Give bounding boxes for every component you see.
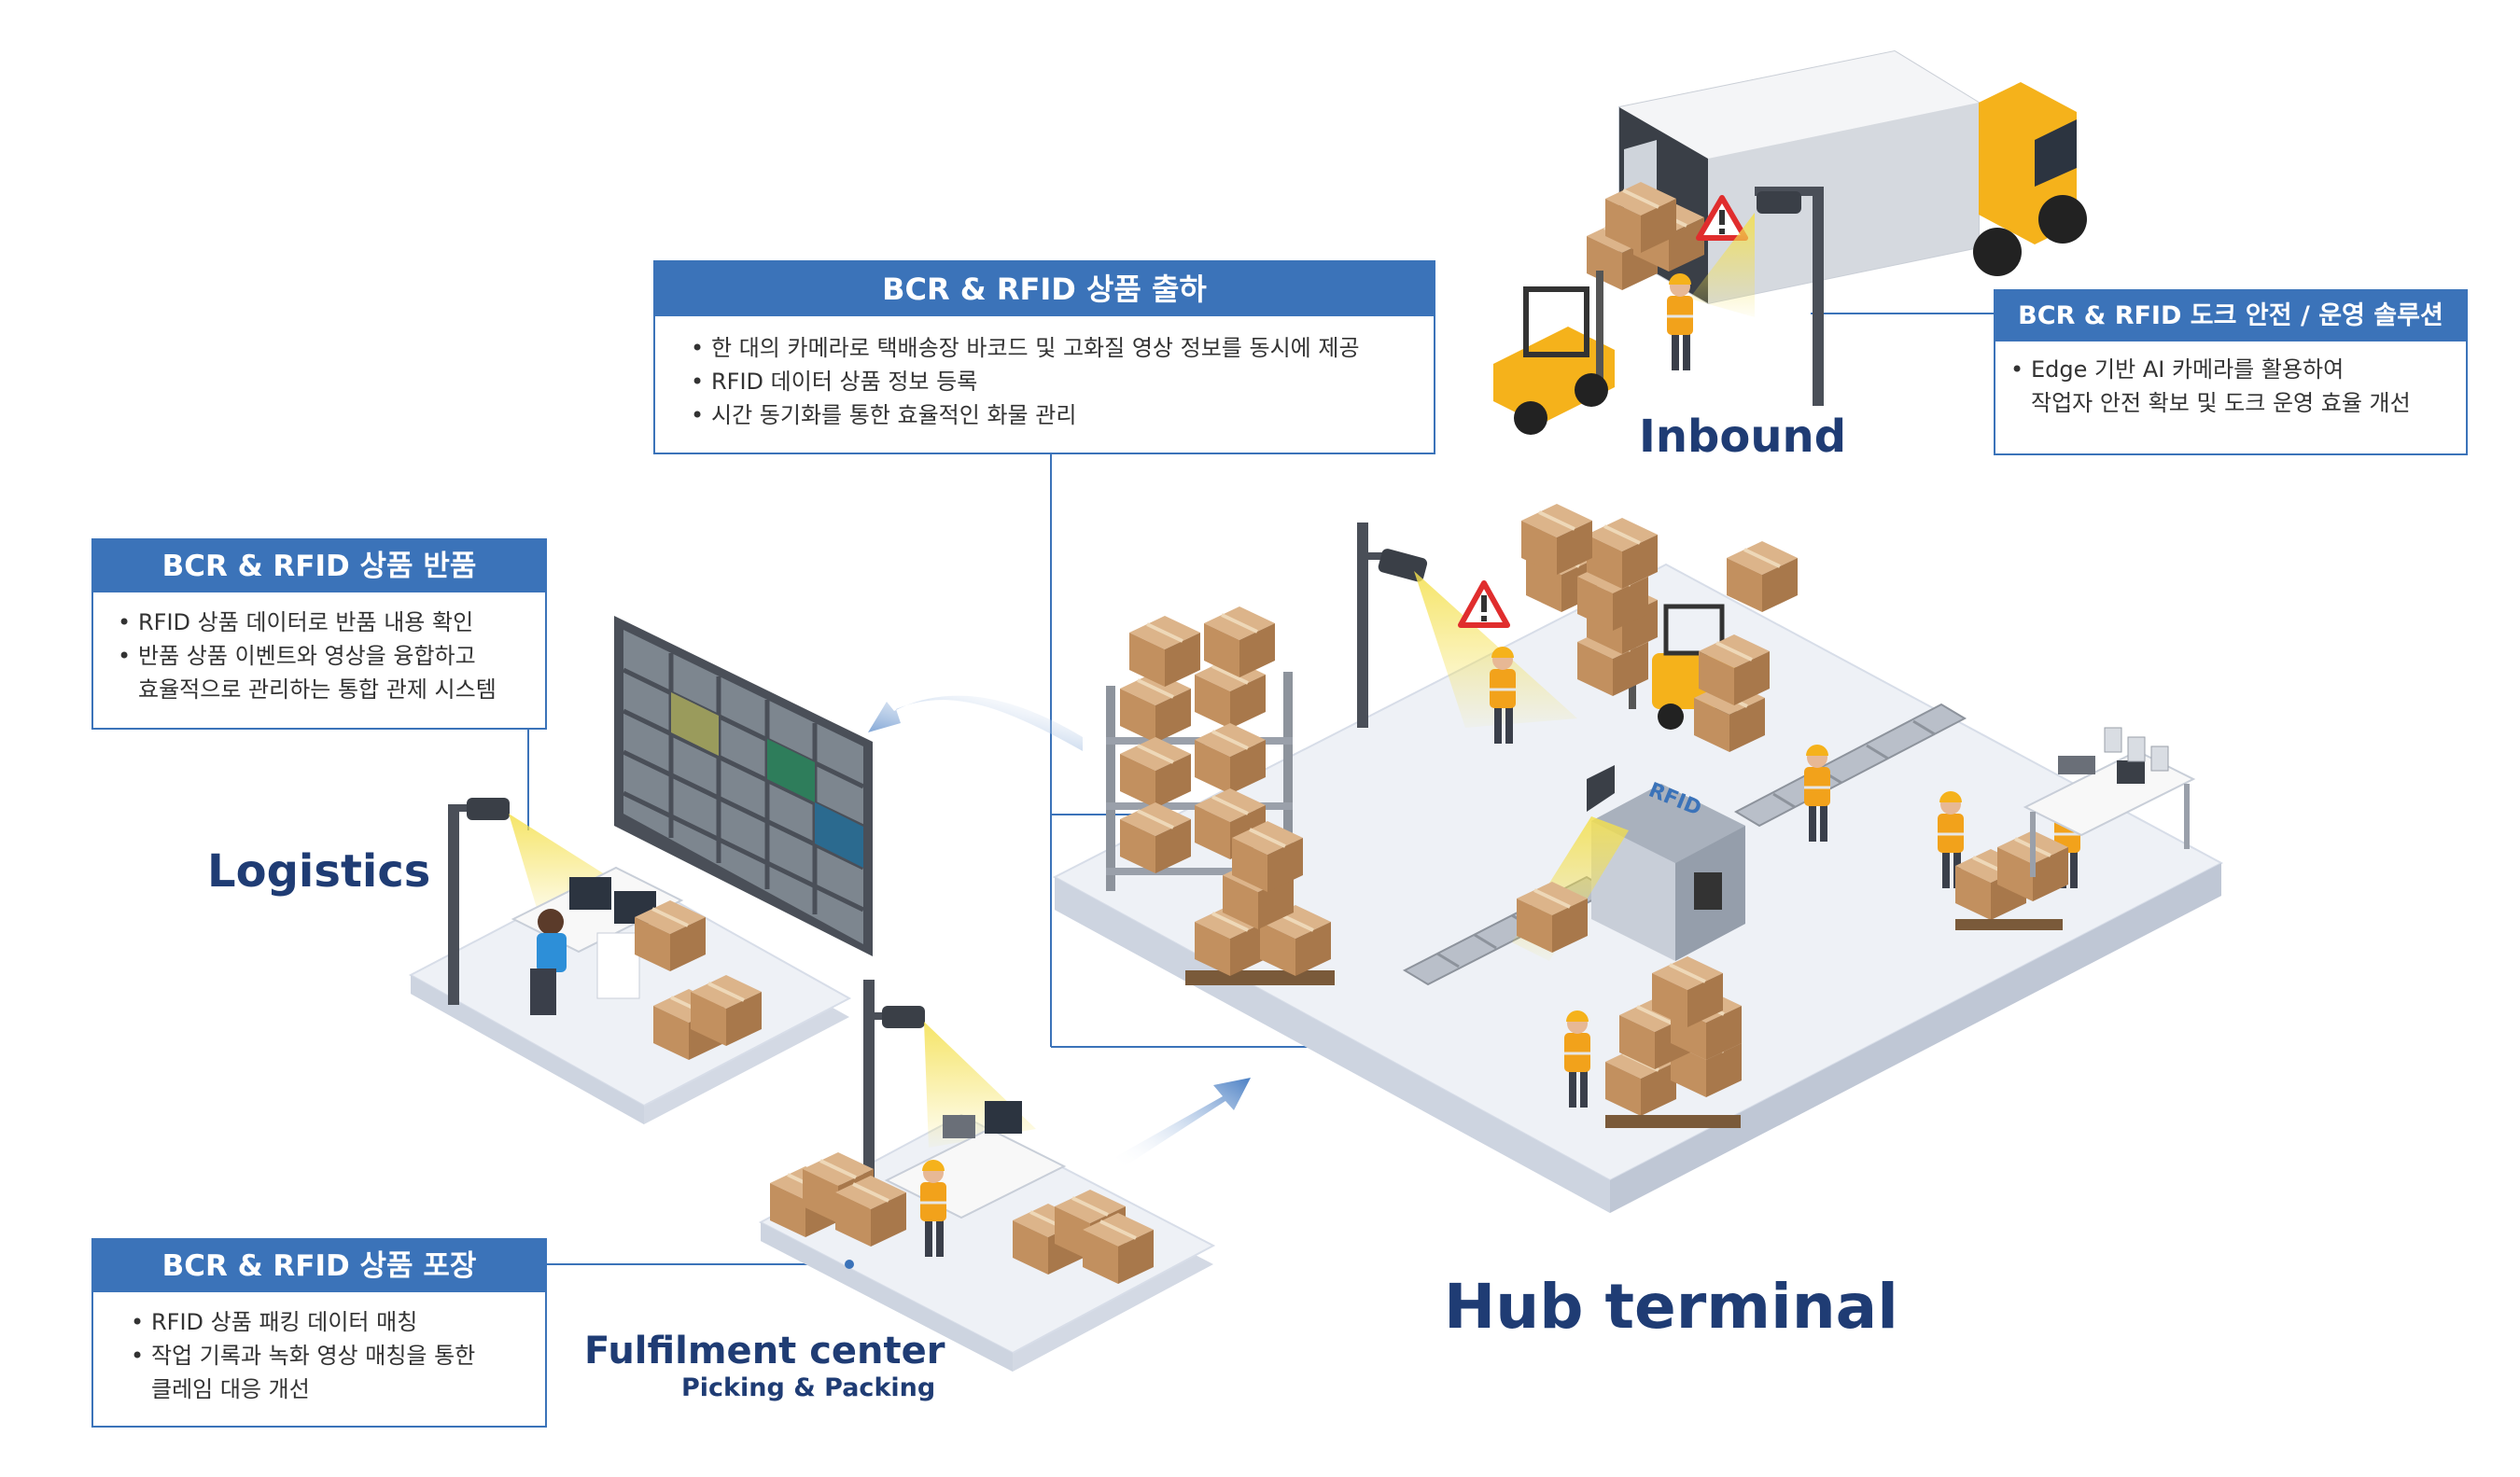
info-item: 시간 동기화를 통한 효율적인 화물 관리 [691,398,1434,432]
info-box-title: BCR & RFID 상품 출하 [655,262,1434,316]
info-item: 작업 기록과 녹화 영상 매칭을 통한 [131,1339,545,1372]
info-item: Edge 기반 AI 카메라를 활용하여 [2010,353,2466,386]
warning-icon [1696,195,1748,241]
area-subtitle-fulfilment: Picking & Packing [681,1373,936,1402]
info-item: 작업자 안전 확보 및 도크 운영 효율 개선 [2031,390,2411,416]
info-item: RFID 상품 패킹 데이터 매칭 [131,1305,545,1339]
info-box-list: RFID 상품 데이터로 반품 내용 확인 반품 상품 이벤트와 영상을 융합하… [93,592,545,706]
arrow-icon [1115,1078,1251,1166]
box-pallet-left [1185,819,1335,985]
monitor-wall-icon [614,616,873,956]
area-title-logistics: Logistics [207,845,431,898]
worker-figure [1665,272,1695,372]
info-box-title: BCR & RFID 상품 반품 [93,540,545,592]
warning-icon [1458,580,1510,628]
info-box-title: BCR & RFID 도크 안전 / 운영 솔루션 [1995,291,2466,341]
info-item: RFID 상품 데이터로 반품 내용 확인 [118,606,545,639]
rfid-gate [1512,765,1745,961]
operator-desk [511,866,763,1062]
area-title-hub: Hub terminal [1444,1271,1898,1343]
area-title-inbound: Inbound [1639,411,1847,463]
info-box-returns: BCR & RFID 상품 반품 RFID 상품 데이터로 반품 내용 확인 반… [91,538,547,730]
desk-workstation [2023,727,2196,877]
info-box-packing: BCR & RFID 상품 포장 RFID 상품 패킹 데이터 매칭 작업 기록… [91,1238,547,1428]
info-item: 반품 상품 이벤트와 영상을 융합하고 [118,639,545,673]
camera-icon [1689,187,1824,406]
info-box-dock: BCR & RFID 도크 안전 / 운영 솔루션 Edge 기반 AI 카메라… [1994,289,2468,455]
info-box-list: 한 대의 카메라로 택배송장 바코드 및 고화질 영상 정보를 동시에 제공 R… [655,316,1434,432]
arrow-icon [868,695,1083,751]
forklift-icon [1493,271,1615,435]
info-item: 효율적으로 관리하는 통합 관제 시스템 [138,676,497,703]
truck-icon [1585,49,2087,305]
box-pallet-front [1603,954,1743,1128]
info-item: 클레임 대응 개선 [151,1376,310,1402]
info-box-shipping: BCR & RFID 상품 출하 한 대의 카메라로 택배송장 바코드 및 고화… [653,260,1435,454]
info-item: 한 대의 카메라로 택배송장 바코드 및 고화질 영상 정보를 동시에 제공 [691,331,1434,365]
info-box-list: RFID 상품 패킹 데이터 매칭 작업 기록과 녹화 영상 매칭을 통한 클레… [93,1292,545,1406]
info-box-list: Edge 기반 AI 카메라를 활용하여 작업자 안전 확보 및 도크 운영 효… [1995,341,2466,420]
shelving-unit [1106,605,1293,891]
connector-dot [845,1260,854,1269]
area-title-fulfilment: Fulfilment center [584,1330,945,1372]
info-item: RFID 데이터 상품 정보 등록 [691,365,1434,398]
info-box-title: BCR & RFID 상품 포장 [93,1240,545,1292]
box-pallet-right [1953,829,2070,930]
